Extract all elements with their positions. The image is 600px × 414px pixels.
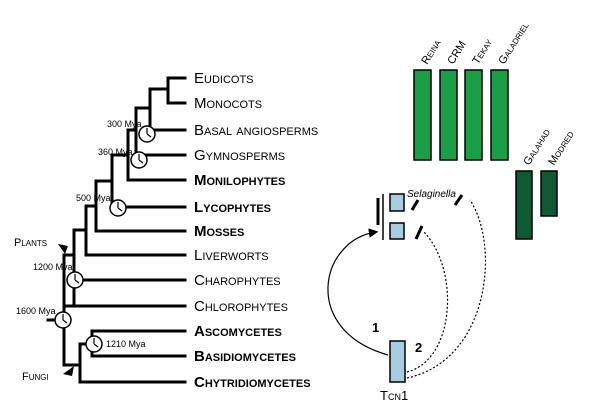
pointer-arrow-icon	[63, 366, 74, 376]
element-bar-tekay	[464, 69, 483, 161]
element-bar-modred	[540, 170, 558, 217]
taxon-label: Monilophytes	[194, 172, 285, 189]
break-marker-icon	[410, 199, 420, 211]
target-box-moss	[389, 222, 405, 240]
taxon-label: Chlorophytes	[194, 298, 288, 315]
break-marker-icon	[414, 225, 424, 240]
clock-icon	[138, 125, 156, 143]
element-bar-reina	[413, 69, 432, 161]
taxon-label: Chytridiomycetes	[194, 374, 311, 391]
element-label-tekay: Tekay	[470, 36, 495, 66]
target-box-selaginella	[389, 193, 405, 212]
taxon-label: Basal angiosperms	[194, 122, 318, 139]
age-label: 300 Mya	[107, 119, 142, 129]
taxon-label: Liverworts	[194, 247, 269, 264]
clock-icon	[85, 335, 103, 353]
clock-nodes	[54, 125, 156, 353]
transfer-number-2: 2	[415, 340, 422, 355]
element-bar-galadriel	[490, 69, 509, 161]
age-label: 1210 Mya	[106, 339, 146, 349]
age-label: 500 Mya	[76, 193, 111, 203]
taxon-label: Mosses	[194, 223, 244, 240]
element-label-galadriel: Galadriel	[496, 20, 532, 67]
age-label: 360 Mya	[98, 147, 133, 157]
age-label: 1600 Mya	[16, 306, 56, 316]
clock-icon	[109, 199, 127, 217]
taxon-label: Charophytes	[194, 272, 281, 289]
element-bar-galahad	[515, 170, 533, 240]
element-bars-dark: Galahad Modred	[515, 127, 577, 240]
clock-icon	[66, 271, 84, 289]
taxon-label: Eudicots	[194, 70, 254, 87]
element-label-crm: CRM	[445, 39, 468, 67]
tcn1-label: Tcn1	[380, 388, 408, 403]
age-label: 1200 Mya	[33, 262, 73, 272]
group-label-fungi: Fungi	[22, 371, 49, 383]
taxon-label: Ascomycetes	[194, 323, 282, 340]
branch-chlorophytes	[62, 253, 187, 308]
transfer-arrow-2b	[406, 199, 486, 379]
group-label-plants: Plants	[14, 237, 47, 249]
selaginella-label: Selaginella	[407, 189, 456, 200]
taxon-label: Gymnosperms	[194, 147, 285, 164]
element-label-reina: Reina	[419, 37, 444, 66]
break-marker-icon	[453, 194, 464, 206]
taxon-label: Basidiomycetes	[194, 348, 296, 365]
taxon-labels: Eudicots Monocots Basal angiosperms Gymn…	[194, 70, 318, 391]
transfer-panel: Selaginella 1 2 Tcn1	[327, 189, 486, 403]
clock-icon	[54, 311, 72, 329]
transfer-arrow-2	[406, 231, 449, 373]
tcn1-box	[389, 340, 406, 383]
transfer-number-1: 1	[372, 320, 379, 335]
transfer-arrow-1	[327, 228, 389, 356]
clock-icon	[130, 151, 148, 169]
element-bars-light: Reina CRM Tekay Galadriel	[413, 20, 532, 161]
taxon-label: Lycophytes	[194, 199, 271, 216]
branch-eudicots-monocots	[166, 76, 187, 105]
branch-root	[62, 253, 82, 367]
pointer-arrow-icon	[58, 244, 68, 254]
taxon-label: Monocots	[194, 95, 262, 112]
element-bar-crm	[439, 69, 458, 161]
